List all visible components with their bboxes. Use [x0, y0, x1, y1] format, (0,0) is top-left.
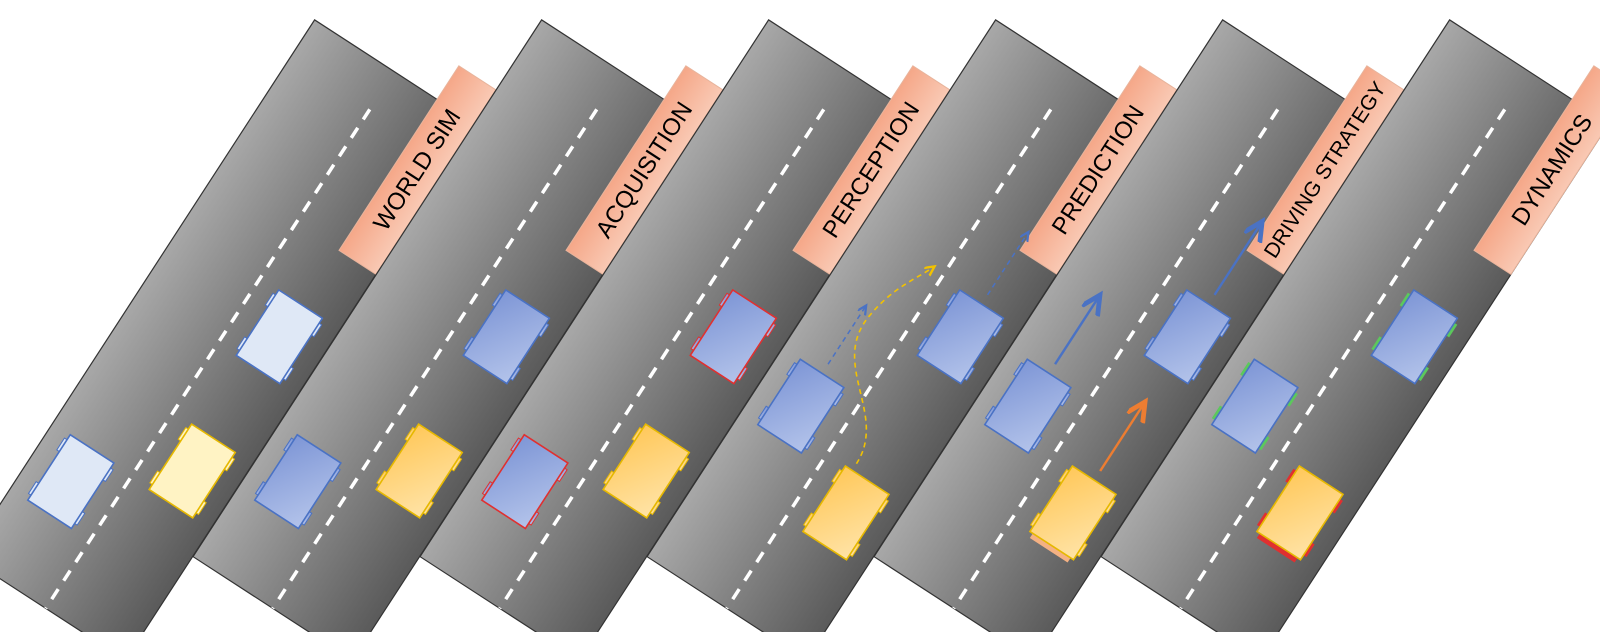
ego-vehicle	[148, 423, 237, 519]
car-body	[480, 433, 569, 530]
panel-world-sim: WORLD SIM	[0, 19, 497, 632]
car-body	[983, 358, 1072, 455]
car-body	[26, 433, 115, 530]
ego-vehicle	[1028, 464, 1118, 563]
lead-vehicle	[1370, 288, 1459, 385]
other-vehicle	[983, 358, 1072, 455]
lane-divider	[498, 108, 826, 610]
lead-vehicle	[235, 288, 324, 385]
car-body	[801, 464, 891, 561]
planned-motion-arrow	[1099, 404, 1144, 472]
car-body	[1143, 288, 1232, 385]
planned-motion-arrow	[1054, 297, 1099, 365]
ego-vehicle	[602, 423, 691, 519]
lead-vehicle	[689, 288, 778, 385]
lane-divider	[952, 108, 1280, 610]
lead-vehicle	[916, 288, 1005, 385]
car-body	[1210, 358, 1299, 455]
predicted-ego-trajectory	[853, 251, 970, 465]
car-body	[462, 288, 551, 385]
other-vehicle	[756, 358, 845, 455]
other-vehicle	[1210, 358, 1299, 455]
lane-divider	[1179, 108, 1507, 610]
car-body	[1255, 464, 1345, 561]
car-body	[1370, 288, 1459, 385]
car-body	[916, 288, 1005, 385]
other-vehicle	[26, 433, 115, 530]
lead-vehicle	[1143, 288, 1232, 385]
car-body	[756, 358, 845, 455]
ego-vehicle	[1255, 464, 1345, 563]
lane-divider	[725, 108, 1053, 610]
car-body	[253, 433, 342, 530]
car-body	[1028, 464, 1118, 561]
planned-motion-arrow	[1213, 224, 1261, 296]
car-body	[689, 288, 778, 385]
car-body	[602, 423, 691, 519]
panel-acquisition: ACQUISITION	[192, 19, 724, 632]
predicted-trajectory-arrow	[827, 305, 866, 365]
predicted-trajectory-arrow	[986, 232, 1029, 296]
lane-divider	[271, 108, 599, 610]
ego-vehicle	[801, 464, 891, 561]
car-body	[148, 423, 237, 519]
car-body	[235, 288, 324, 385]
lane-divider	[44, 108, 372, 610]
car-body	[375, 423, 464, 519]
other-vehicle	[480, 433, 569, 530]
lead-vehicle	[462, 288, 551, 385]
stage-label-box	[1473, 65, 1600, 276]
ego-vehicle	[375, 423, 464, 519]
other-vehicle	[253, 433, 342, 530]
